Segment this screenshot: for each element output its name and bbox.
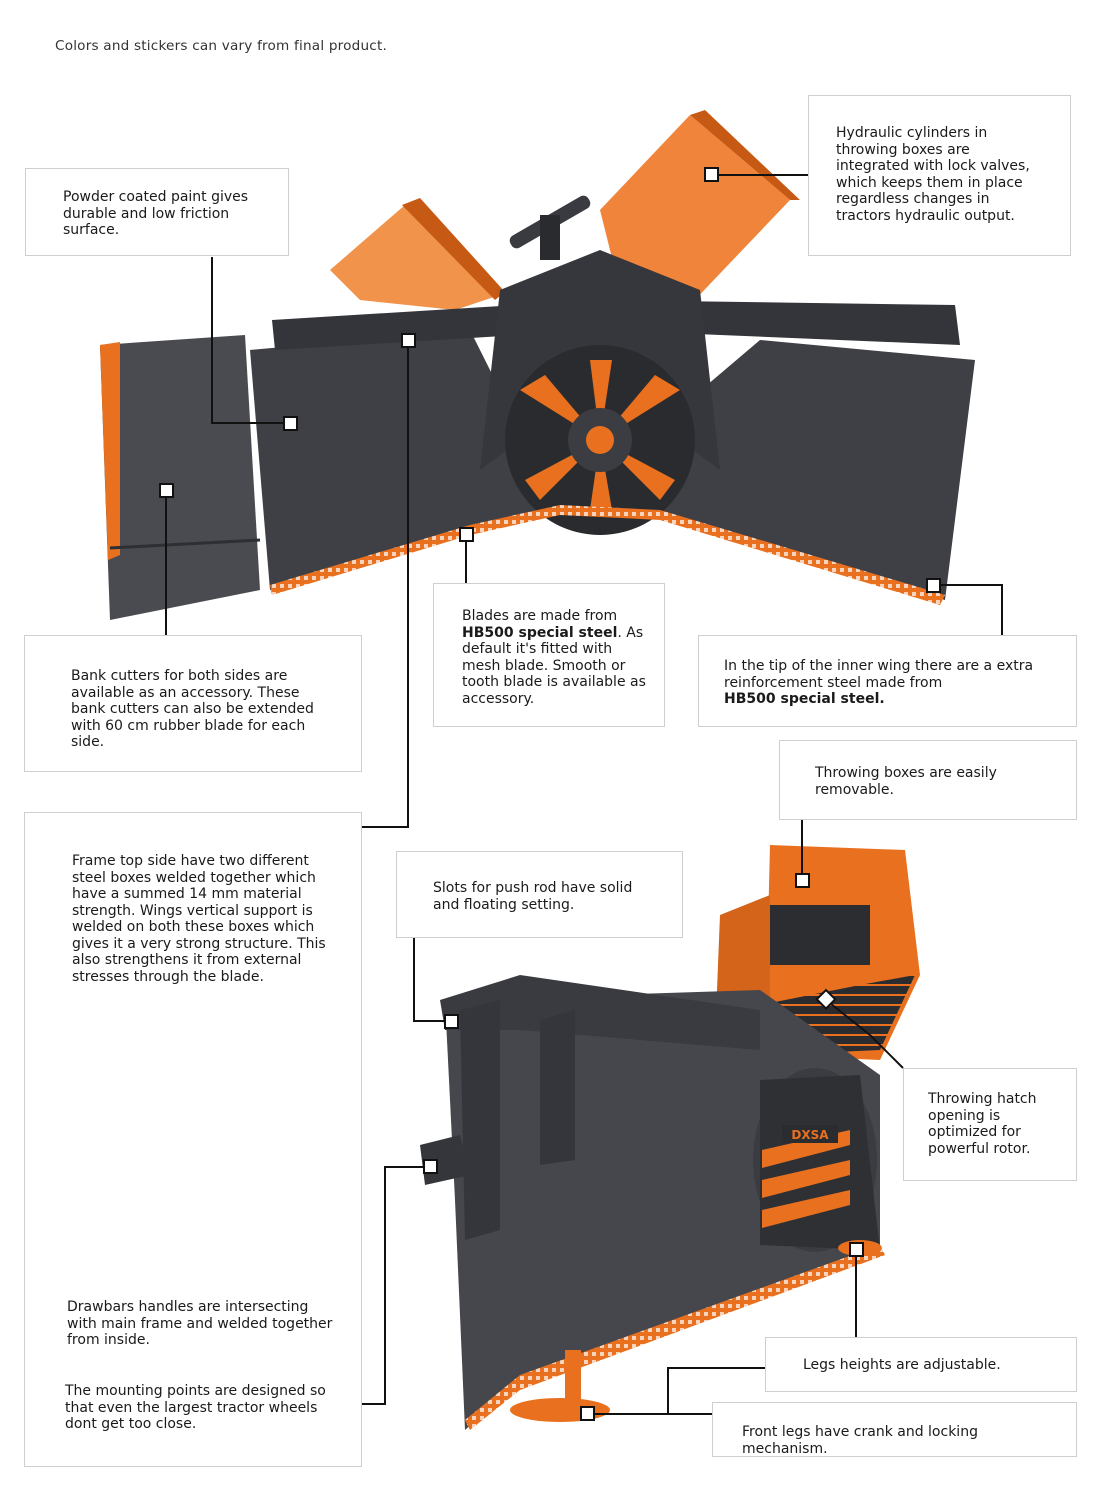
- callout-text: Slots for push rod have solid and floati…: [433, 880, 633, 913]
- marker-blades: [459, 527, 474, 542]
- frame-text: Frame top side have two different steel …: [72, 853, 326, 985]
- callout-bank-cutters: Bank cutters for both sides are availabl…: [24, 635, 362, 772]
- callout-text: Front legs have crank and locking mechan…: [742, 1424, 978, 1457]
- callout-throwing-boxes: Throwing boxes are easily removable.: [779, 740, 1077, 820]
- mounting-text: The mounting points are designed so that…: [65, 1383, 326, 1432]
- callout-markers: [159, 167, 941, 1421]
- callout-legs-height: Legs heights are adjustable.: [765, 1337, 1077, 1392]
- marker-bank: [159, 483, 174, 498]
- dxsa-logo: DXSA: [791, 1128, 829, 1142]
- marker-hydraulic: [704, 167, 719, 182]
- callout-push-rod-slots: Slots for push rod have solid and floati…: [396, 851, 683, 938]
- callout-text: Hydraulic cylinders in throwing boxes ar…: [836, 125, 1030, 224]
- callout-text: Bank cutters for both sides are availabl…: [71, 668, 314, 750]
- marker-tip: [926, 578, 941, 593]
- callout-text: Throwing hatch opening is optimized for …: [928, 1091, 1037, 1157]
- marker-drawbars: [423, 1159, 438, 1174]
- marker-front-legs: [580, 1406, 595, 1421]
- top-snow-blower: [100, 110, 975, 620]
- drawbars-text: Drawbars handles are intersecting with m…: [67, 1299, 333, 1348]
- callout-powder-coating: Powder coated paint gives durable and lo…: [25, 168, 289, 256]
- callout-throwing-hatch: Throwing hatch opening is optimized for …: [903, 1068, 1077, 1181]
- callout-text: Throwing boxes are easily removable.: [815, 765, 997, 798]
- callout-text: Powder coated paint gives durable and lo…: [63, 189, 249, 238]
- callout-text: In the tip of the inner wing there are a…: [724, 658, 1034, 707]
- callout-inner-wing-tip: In the tip of the inner wing there are a…: [698, 635, 1077, 727]
- bottom-snow-blower: DXSA: [420, 845, 920, 1430]
- marker-powder: [283, 416, 298, 431]
- disclaimer-note: Colors and stickers can vary from final …: [55, 38, 388, 54]
- marker-legs: [849, 1242, 864, 1257]
- marker-frame-top: [401, 333, 416, 348]
- marker-hatch: [815, 988, 837, 1010]
- marker-throwing-box: [795, 873, 810, 888]
- callout-leader-lines: [165, 174, 1003, 1415]
- callout-frame-details: Frame top side have two different steel …: [24, 812, 362, 1467]
- callout-front-legs: Front legs have crank and locking mechan…: [712, 1402, 1077, 1457]
- callout-hydraulic-cylinders: Hydraulic cylinders in throwing boxes ar…: [808, 95, 1071, 256]
- marker-slots: [444, 1014, 459, 1029]
- callout-text: Legs heights are adjustable.: [803, 1357, 1001, 1373]
